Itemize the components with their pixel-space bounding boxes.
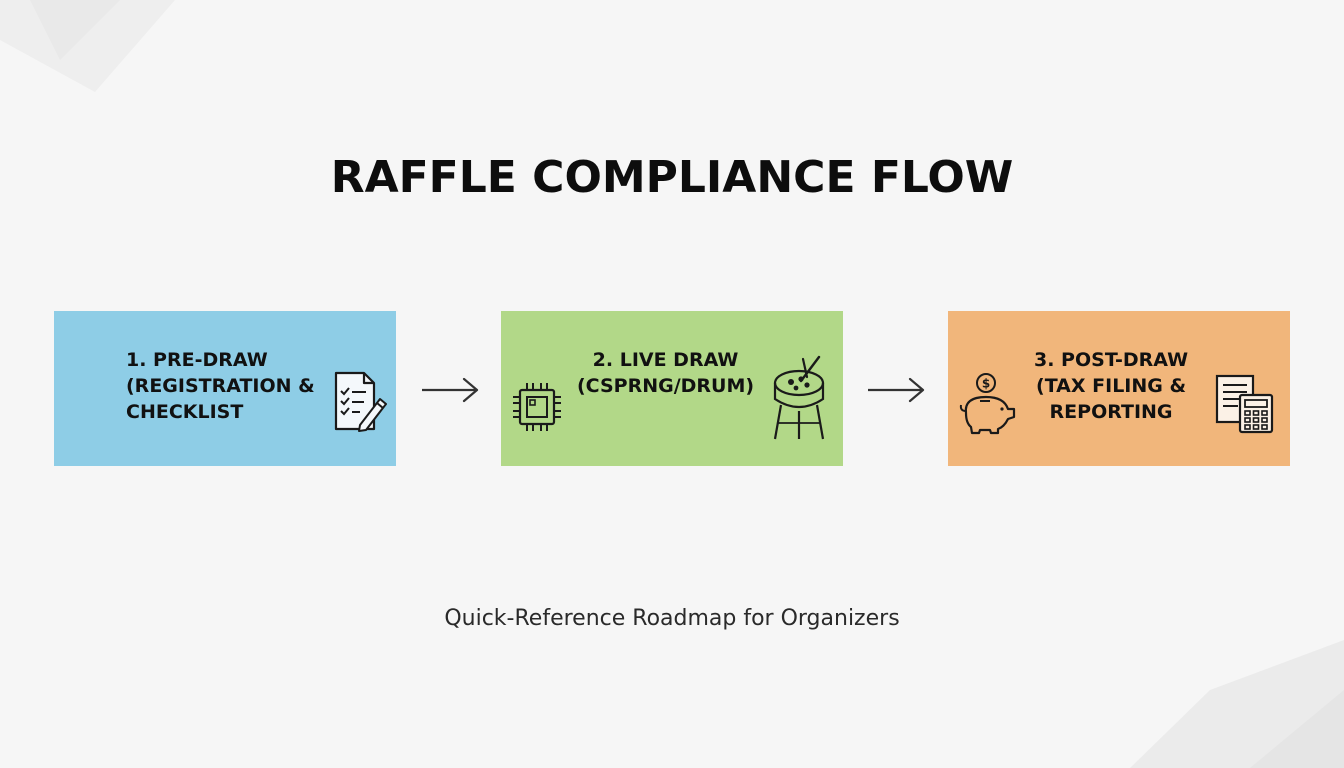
arrow-right-icon (422, 377, 479, 403)
microchip-icon (513, 383, 561, 431)
step-label-pre-draw: 1. PRE-DRAW (REGISTRATION & CHECKLIST (126, 347, 315, 425)
page-title: RAFFLE COMPLIANCE FLOW (330, 152, 1014, 203)
document-calculator-icon (1215, 374, 1274, 434)
step-1-line-3: CHECKLIST (126, 401, 244, 423)
piggy-bank-coin-icon: $ (959, 373, 1016, 435)
step-box-live-draw: 2. LIVE DRAW (CSPRNG/DRUM) (501, 311, 843, 466)
step-1-line-1: 1. PRE-DRAW (126, 349, 268, 371)
step-2-line-2: (CSPRNG/DRUM) (577, 375, 755, 397)
raffle-drum-icon (773, 355, 825, 440)
step-box-pre-draw: 1. PRE-DRAW (REGISTRATION & CHECKLIST (54, 311, 396, 466)
step-2-line-1: 2. LIVE DRAW (592, 349, 739, 371)
svg-text:$: $ (982, 377, 990, 391)
arrow-right-icon (868, 377, 925, 403)
checklist-pencil-icon (334, 371, 387, 432)
step-3-line-3: REPORTING (1049, 401, 1173, 423)
step-label-post-draw: 3. POST-DRAW (TAX FILING & REPORTING (1034, 347, 1188, 425)
step-label-live-draw: 2. LIVE DRAW (CSPRNG/DRUM) (577, 347, 754, 399)
page-subtitle: Quick-Reference Roadmap for Organizers (444, 606, 900, 631)
step-3-line-2: (TAX FILING & (1036, 375, 1187, 397)
step-box-post-draw: $ 3. POST-DRAW (TAX FILING & REPORTING (948, 311, 1290, 466)
step-1-line-2: (REGISTRATION & (126, 375, 315, 397)
step-3-line-1: 3. POST-DRAW (1034, 349, 1189, 371)
